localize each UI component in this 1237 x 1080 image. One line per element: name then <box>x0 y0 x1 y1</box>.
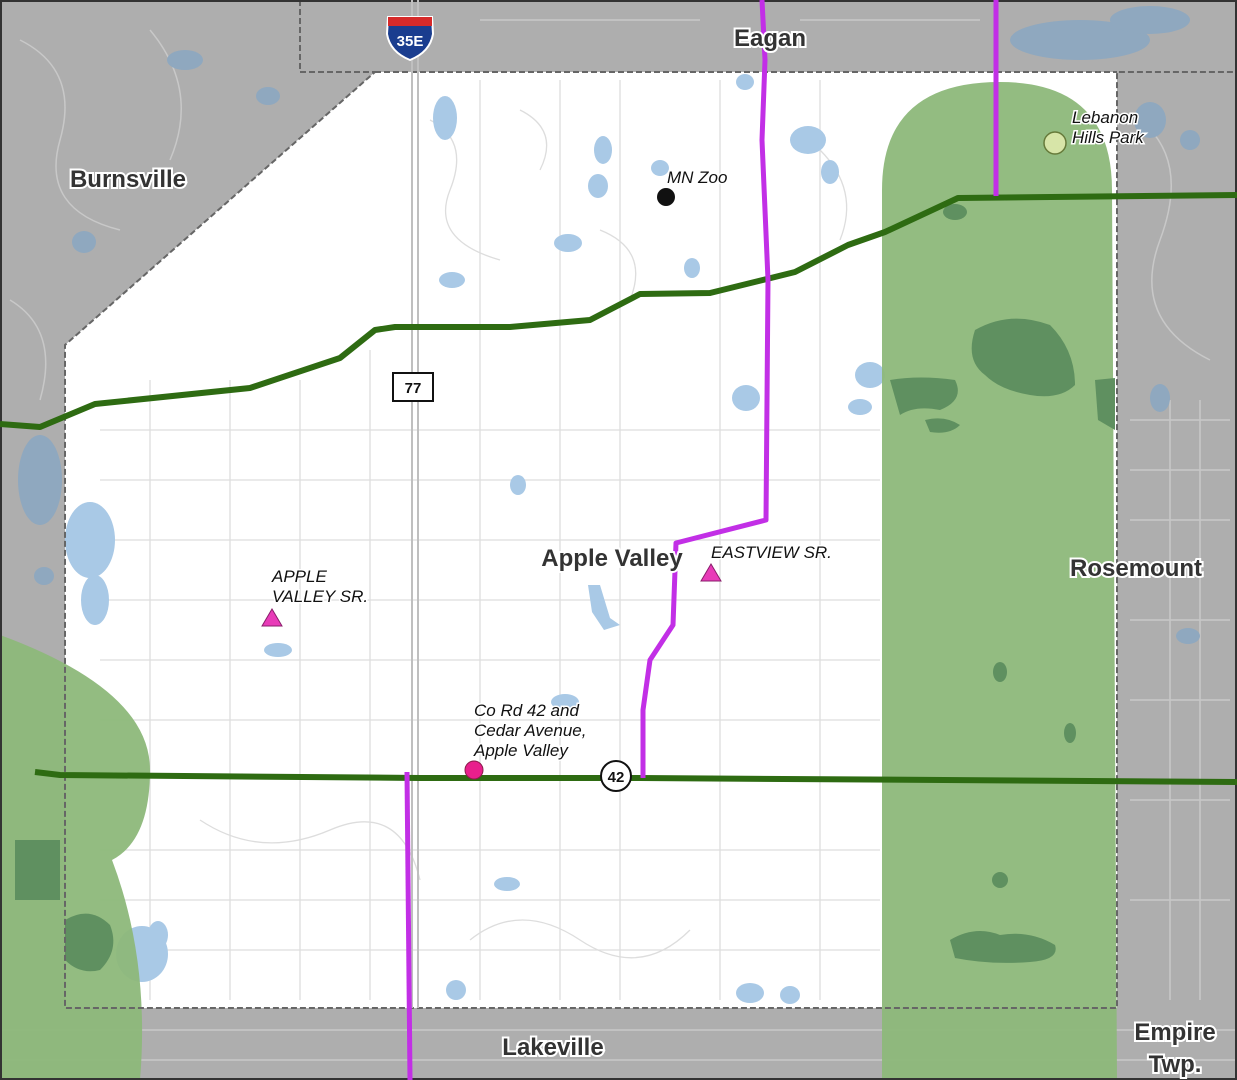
mn-zoo-marker[interactable] <box>657 188 675 206</box>
co-rd-42-label: 42 <box>608 769 625 786</box>
label-apple-valley: Apple Valley <box>541 545 683 572</box>
label-corner-line1: Co Rd 42 and <box>474 701 579 720</box>
co-rd-42-shield: 42 <box>600 760 632 792</box>
apple-valley-sr-marker[interactable] <box>261 608 283 627</box>
interstate-35e-shield: 35E <box>385 16 435 62</box>
city-boundary <box>64 0 1237 1009</box>
label-apple-valley-sr-line1: APPLE <box>271 567 327 586</box>
label-empire-line2: Twp. <box>1149 1051 1202 1078</box>
east-corridor-buffer <box>882 82 1117 1080</box>
label-mn-zoo: MN Zoo <box>667 168 727 187</box>
purple-lines <box>404 0 999 1080</box>
label-lebanon-line2: Hills Park <box>1072 128 1145 147</box>
co-rd-42-cedar-marker[interactable] <box>464 760 484 780</box>
label-burnsville: Burnsville <box>70 166 186 193</box>
label-empire-line1: Empire <box>1134 1019 1215 1046</box>
hwy-77-label: 77 <box>405 380 422 397</box>
study-streets <box>100 80 880 1000</box>
green-lines <box>0 192 1237 785</box>
label-lebanon-line1: Lebanon <box>1072 108 1138 127</box>
label-corner-line3: Apple Valley <box>473 741 569 760</box>
green-line-north <box>0 192 1237 430</box>
corridor-buffers <box>0 82 1117 1080</box>
green-line-co-rd-42 <box>34 769 1237 785</box>
interstate-35e-label: 35E <box>397 33 424 50</box>
water-bodies <box>18 6 1200 1004</box>
label-apple-valley-sr-line2: VALLEY SR. <box>272 587 368 606</box>
label-eagan: Eagan <box>734 25 806 52</box>
highway-35e-line <box>411 0 419 1008</box>
label-rosemount: Rosemount <box>1070 555 1202 582</box>
label-eastview: EASTVIEW SR. <box>711 543 832 562</box>
hwy-77-shield: 77 <box>392 372 434 402</box>
eastview-sr-marker[interactable] <box>700 563 722 582</box>
lebanon-hills-marker[interactable] <box>1043 131 1067 155</box>
purple-line-cedar <box>640 0 771 778</box>
purple-line-south <box>404 771 413 1080</box>
label-corner-line2: Cedar Avenue, <box>474 721 586 740</box>
west-corridor-buffer <box>0 635 150 1080</box>
label-lakeville: Lakeville <box>502 1034 603 1061</box>
